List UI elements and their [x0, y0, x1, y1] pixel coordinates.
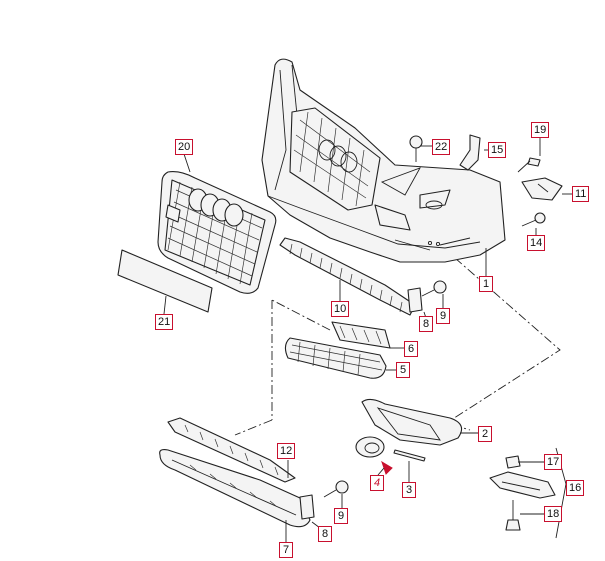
underbody-guard [159, 449, 311, 528]
callout-19: 19 [531, 122, 550, 138]
callout-12: 12 [277, 443, 296, 459]
callout-2: 2 [478, 426, 492, 442]
callout-8-lower: 8 [318, 526, 332, 542]
callout-3: 3 [402, 482, 416, 498]
upper-clip-and-screw [407, 280, 447, 313]
callout-9-lower: 9 [334, 508, 348, 524]
callout-11: 11 [572, 186, 590, 202]
callout-17: 17 [544, 454, 563, 470]
callout-20: 20 [175, 139, 194, 155]
callout-18: 18 [544, 506, 563, 522]
callout-4-highlighted: 4 [370, 475, 384, 491]
side-bracket-assembly [489, 455, 556, 531]
screws [409, 135, 546, 227]
callout-14: 14 [527, 235, 546, 251]
callout-15: 15 [488, 142, 507, 158]
callout-16: 16 [566, 480, 585, 496]
callout-10: 10 [331, 301, 350, 317]
lower-clip-and-screw [299, 480, 349, 520]
fog-lamp-trim [355, 398, 463, 458]
callout-21: 21 [155, 314, 174, 330]
callout-8-upper: 8 [419, 316, 433, 332]
callout-5: 5 [396, 362, 410, 378]
callout-1: 1 [479, 276, 493, 292]
callout-22: 22 [432, 139, 451, 155]
lower-grille [284, 337, 387, 379]
lower-spoiler [167, 417, 296, 483]
tow-eye-cover [521, 177, 563, 201]
front-bumper-cover [261, 58, 506, 263]
callout-6: 6 [404, 341, 418, 357]
air-guide [331, 321, 391, 349]
callout-7: 7 [279, 542, 293, 558]
lower-spoiler-strip [279, 237, 416, 316]
main-grille [157, 171, 277, 294]
callout-9-upper: 9 [436, 308, 450, 324]
trim-strip [393, 449, 426, 462]
license-plate-bracket [117, 249, 213, 313]
mounting-bracket [459, 134, 481, 171]
